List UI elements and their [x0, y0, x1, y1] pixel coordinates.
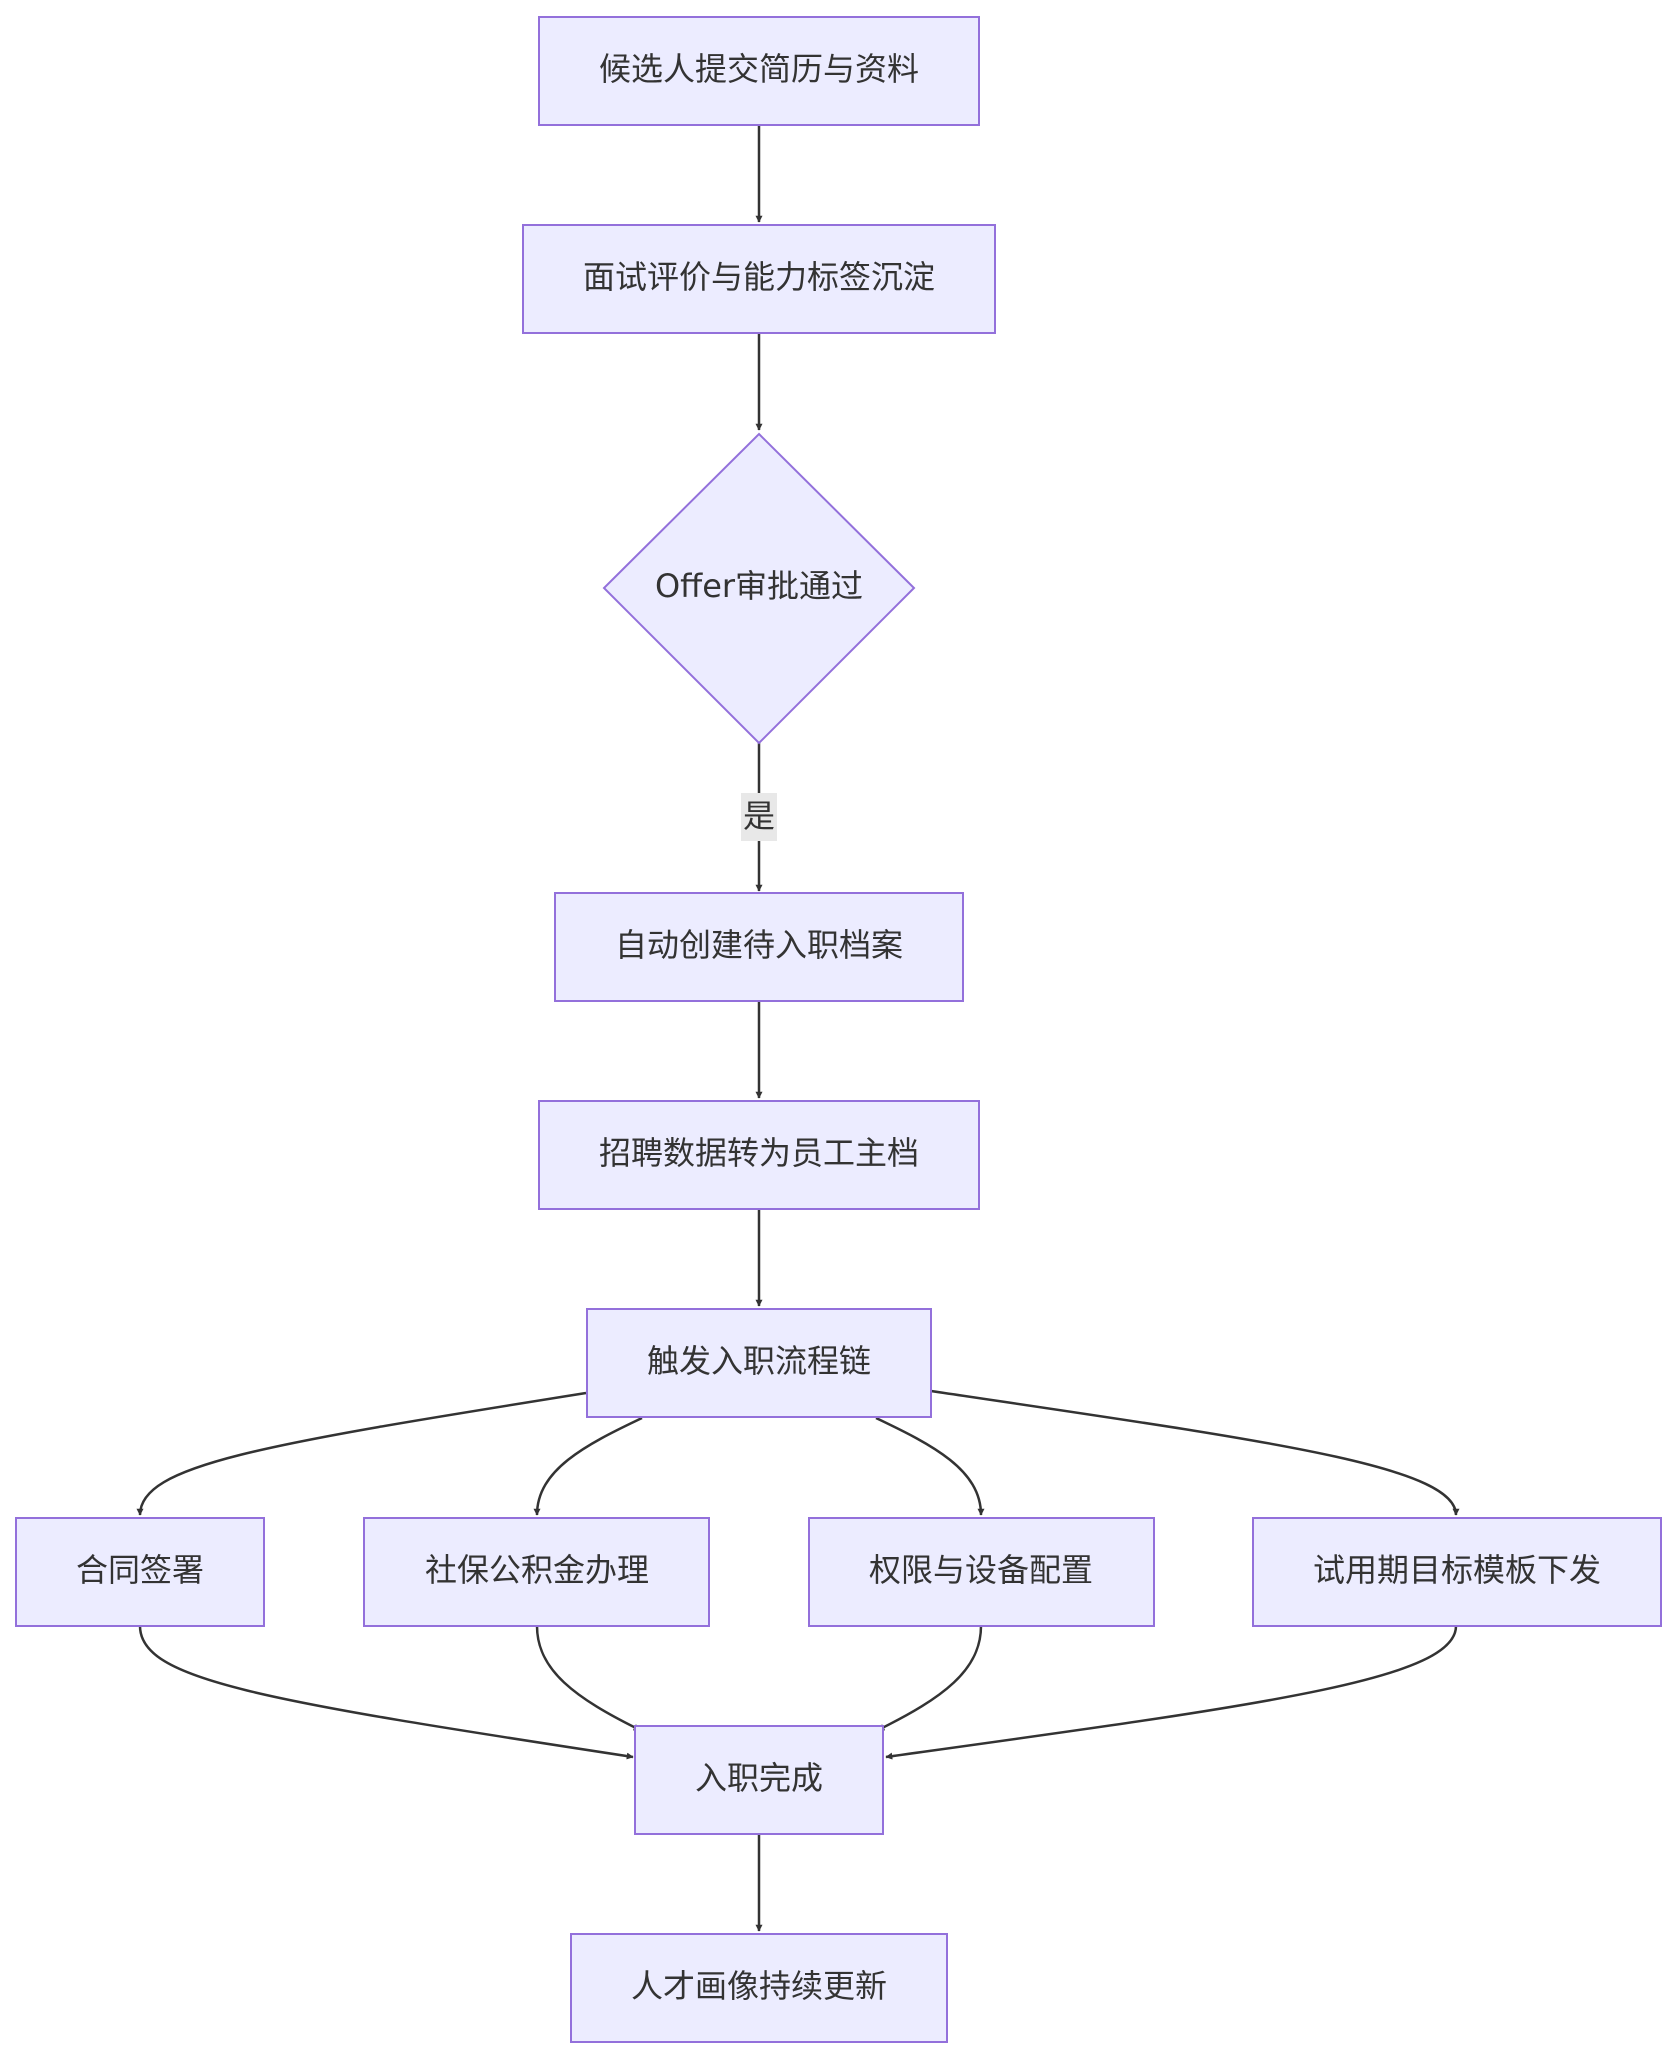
node-social-security-label: 社保公积金办理 [425, 1551, 649, 1589]
node-convert-data: 招聘数据转为员工主档 [538, 1100, 980, 1210]
node-trigger-chain: 触发入职流程链 [586, 1308, 932, 1418]
edge-contract-to-onboard-done [138, 1625, 634, 1760]
edge-probation-goals-to-onboard-done [885, 1625, 1458, 1760]
node-talent-profile: 人才画像持续更新 [570, 1933, 948, 2043]
node-interview: 面试评价与能力标签沉淀 [522, 224, 996, 334]
node-social-security: 社保公积金办理 [363, 1517, 710, 1627]
node-contract-label: 合同签署 [76, 1551, 204, 1589]
node-offer-decision: Offer审批通过 [602, 432, 916, 745]
node-convert-data-label: 招聘数据转为员工主档 [599, 1134, 919, 1172]
node-offer-label: Offer审批通过 [655, 567, 863, 605]
node-talent-profile-label: 人才画像持续更新 [631, 1967, 887, 2005]
node-submit: 候选人提交简历与资料 [538, 16, 980, 126]
edge-access-devices-to-onboard-done [877, 1625, 983, 1732]
node-probation-goals-label: 试用期目标模板下发 [1313, 1551, 1601, 1589]
node-onboard-done-label: 入职完成 [695, 1759, 823, 1797]
edge-label-yes-text: 是 [743, 797, 775, 835]
edge-social-security-to-onboard-done [535, 1625, 641, 1732]
node-create-profile: 自动创建待入职档案 [554, 892, 964, 1002]
node-access-devices: 权限与设备配置 [808, 1517, 1155, 1627]
edge-trigger-chain-to-social-security [533, 1416, 643, 1516]
node-access-devices-label: 权限与设备配置 [869, 1551, 1093, 1589]
edge-trigger-chain-to-probation-goals [930, 1389, 1460, 1516]
node-probation-goals: 试用期目标模板下发 [1252, 1517, 1662, 1627]
node-interview-label: 面试评价与能力标签沉淀 [583, 258, 935, 296]
edge-trigger-chain-to-contract [136, 1391, 587, 1516]
node-onboard-done: 入职完成 [634, 1725, 884, 1835]
node-submit-label: 候选人提交简历与资料 [599, 50, 919, 88]
edge-trigger-chain-to-access-devices [875, 1416, 985, 1516]
edge-label-yes: 是 [741, 793, 777, 841]
node-trigger-chain-label: 触发入职流程链 [647, 1342, 871, 1380]
node-create-profile-label: 自动创建待入职档案 [615, 926, 903, 964]
node-contract: 合同签署 [15, 1517, 265, 1627]
